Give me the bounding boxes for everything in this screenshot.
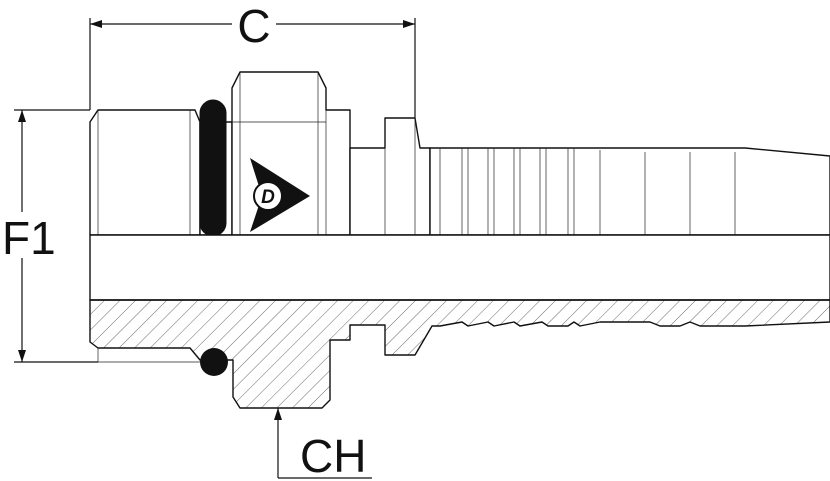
dimension-c: C: [89, 0, 416, 118]
brand-logo-icon: D: [250, 158, 310, 232]
oring-section-icon: [200, 348, 228, 376]
dimension-f1-label: F1: [2, 212, 56, 264]
dimension-c-label: C: [237, 0, 270, 52]
thread-body: [89, 109, 201, 236]
fitting-section-view: [89, 299, 830, 409]
dimension-ch: CH: [274, 408, 372, 481]
neck-collar: [349, 117, 431, 236]
barb-tail: [429, 147, 830, 236]
hex-body: [231, 71, 351, 236]
barb-ridges: [439, 148, 736, 235]
body-band: [89, 234, 830, 301]
logo-letter: D: [261, 187, 275, 208]
dimension-f1: F1: [0, 109, 98, 363]
dimension-ch-label: CH: [300, 430, 366, 481]
section-hatch: [89, 299, 830, 409]
fitting-exterior-view: [89, 71, 830, 301]
